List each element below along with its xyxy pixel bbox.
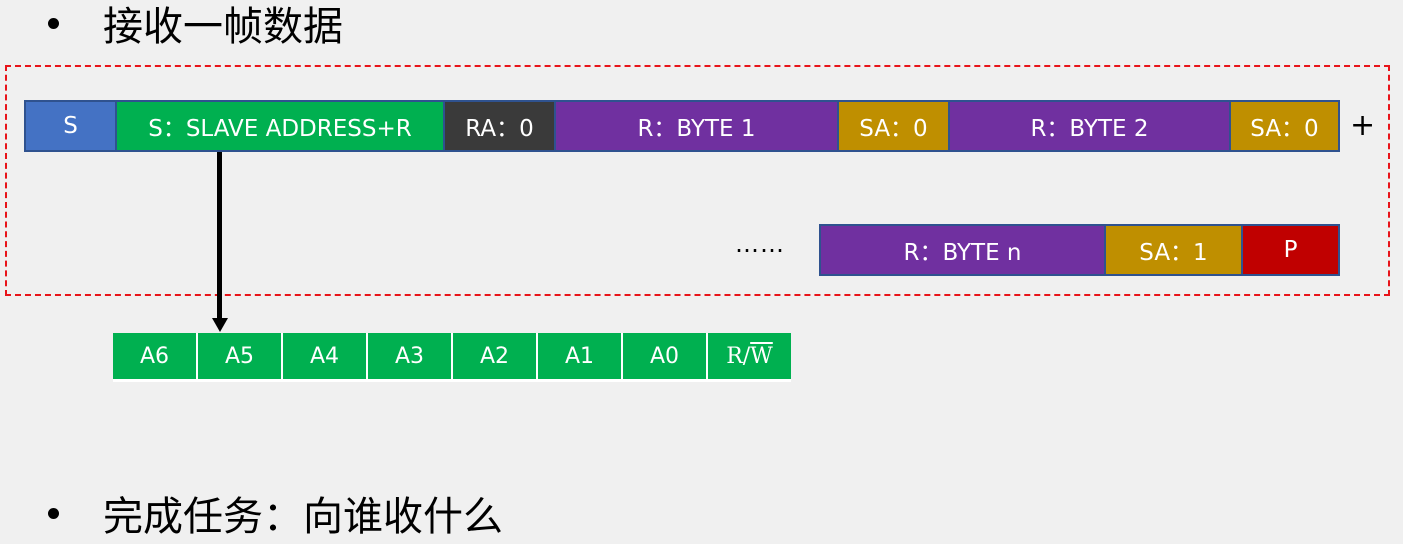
segment-read-byte-n: R：BYTE n	[821, 226, 1104, 274]
address-bits: A6 A5 A4 A3 A2 A1 A0 R/W	[113, 333, 791, 382]
frame-row-2: R：BYTE n SA：1 P	[819, 224, 1340, 276]
frame-boundary	[5, 65, 1390, 296]
bit-a0: A0	[621, 333, 706, 379]
bullet-icon	[48, 507, 59, 519]
segment-slave-address: S：SLAVE ADDRESS+R	[115, 102, 443, 150]
bit-a3: A3	[366, 333, 451, 379]
arrow-shaft	[217, 152, 222, 322]
continuation-plus: +	[1350, 108, 1376, 143]
bit-a2: A2	[451, 333, 536, 379]
bit-a4: A4	[281, 333, 366, 379]
segment-start: S	[26, 102, 115, 150]
frame-row-1: S S：SLAVE ADDRESS+R RA：0 R：BYTE 1 SA：0 R…	[24, 100, 1340, 152]
arrow-down-icon	[212, 318, 228, 332]
heading-receive-frame: 接收一帧数据	[48, 0, 343, 50]
segment-read-byte-1: R：BYTE 1	[554, 102, 837, 150]
rw-write-overlined: W	[750, 343, 773, 369]
heading-text: 接收一帧数据	[103, 4, 343, 50]
segment-slave-ack-last: SA：1	[1104, 226, 1241, 274]
bit-a5: A5	[196, 333, 281, 379]
ellipsis: ……	[735, 230, 785, 258]
bit-a6: A6	[139, 343, 170, 369]
segment-slave-ack-2: SA：0	[1229, 102, 1338, 150]
segment-master-ack: RA：0	[443, 102, 554, 150]
heading-text: 完成任务：向谁收什么	[103, 494, 503, 540]
bullet-icon	[48, 17, 59, 29]
bit-a1: A1	[536, 333, 621, 379]
rw-prefix: R/	[726, 343, 751, 369]
heading-task: 完成任务：向谁收什么	[48, 490, 503, 540]
segment-stop: P	[1241, 226, 1338, 274]
segment-slave-ack-1: SA：0	[837, 102, 948, 150]
segment-read-byte-2: R：BYTE 2	[948, 102, 1229, 150]
bit-read-write: R/W	[706, 333, 791, 379]
